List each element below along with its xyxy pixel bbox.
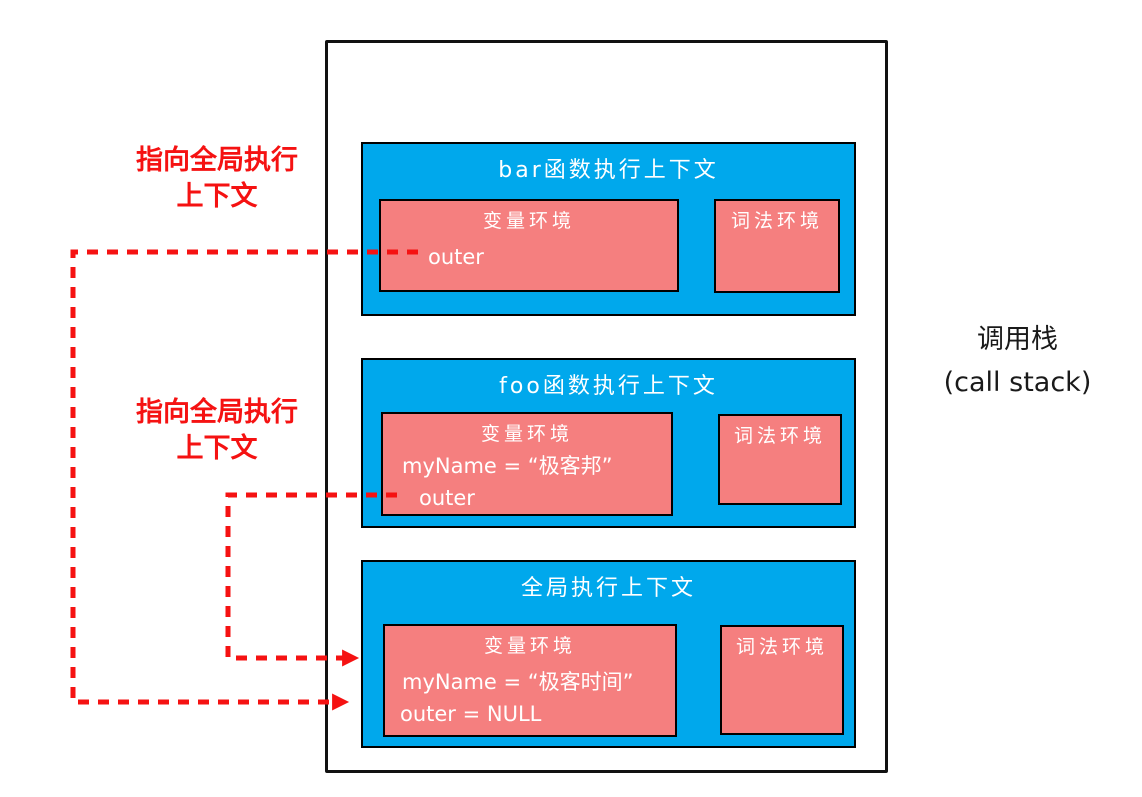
pointer-label-bar: 指向全局执行 上下文 — [97, 143, 337, 215]
foo-var-entry-myname: myName = “极客邦” — [402, 454, 613, 478]
pointer-label-foo-line2: 上下文 — [176, 433, 258, 464]
pointer-label-bar-line1: 指向全局执行 — [136, 145, 298, 176]
bar-var-entry-outer: outer — [428, 245, 484, 269]
bar-lexical-environment-title: 词法环境 — [730, 210, 823, 232]
foo-variable-environment: 变量环境 myName = “极客邦” outer — [381, 412, 673, 516]
bar-variable-environment: 变量环境 outer — [379, 199, 679, 292]
execution-context-bar-title: bar函数执行上下文 — [498, 158, 719, 183]
pointer-label-foo: 指向全局执行 上下文 — [97, 395, 337, 467]
execution-context-foo-title: foo函数执行上下文 — [499, 374, 718, 399]
foo-lexical-environment-title: 词法环境 — [733, 425, 826, 447]
call-stack-caption-en: (call stack) — [943, 367, 1092, 398]
call-stack-caption-zh: 调用栈 — [977, 324, 1058, 355]
bar-variable-environment-title: 变量环境 — [482, 210, 575, 232]
foo-var-entry-outer: outer — [419, 486, 475, 510]
bar-lexical-environment: 词法环境 — [714, 199, 840, 293]
execution-context-global-title: 全局执行上下文 — [520, 576, 696, 601]
pointer-label-bar-line2: 上下文 — [176, 181, 258, 212]
global-lexical-environment-title: 词法环境 — [735, 636, 828, 658]
pointer-label-foo-line1: 指向全局执行 — [136, 397, 298, 428]
global-var-entry-myname: myName = “极客时间” — [402, 670, 634, 694]
global-var-entry-outer: outer = NULL — [400, 702, 542, 726]
call-stack-caption: 调用栈 (call stack) — [920, 318, 1115, 404]
foo-lexical-environment: 词法环境 — [718, 414, 842, 505]
global-variable-environment-title: 变量环境 — [483, 635, 576, 657]
global-lexical-environment: 词法环境 — [720, 625, 844, 735]
global-variable-environment: 变量环境 myName = “极客时间” outer = NULL — [383, 624, 677, 737]
foo-variable-environment-title: 变量环境 — [480, 423, 573, 445]
